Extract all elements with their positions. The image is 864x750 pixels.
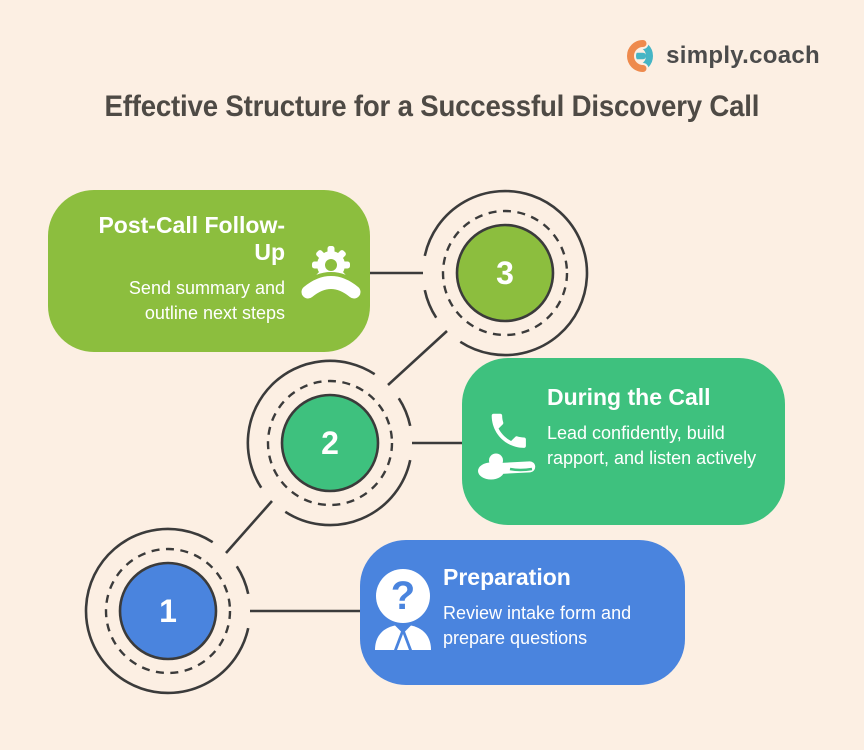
- dashed-ring: [104, 547, 232, 675]
- connector-node3-to-node2: [387, 330, 448, 386]
- step-number-1: 1: [159, 593, 177, 629]
- svg-text:?: ?: [391, 574, 415, 618]
- brand-logo: simply.coach: [622, 38, 820, 74]
- card-description: Lead confidently, build rapport, and lis…: [547, 423, 757, 468]
- outer-ring: [235, 565, 250, 595]
- dashed-ring: [441, 209, 569, 337]
- card-during-the-call: During the Call Lead confidently, build …: [462, 358, 785, 525]
- connector-node2-to-node1: [225, 500, 273, 554]
- connector-lines: [225, 271, 462, 613]
- simply-coach-logo-icon: [625, 38, 654, 74]
- person-question-icon: ?: [375, 569, 431, 650]
- outer-ring: [246, 359, 376, 489]
- step-node-1: 1: [84, 527, 250, 695]
- page-title: Effective Structure for a Successful Dis…: [104, 90, 760, 123]
- step-circle-3: [455, 223, 555, 323]
- outer-ring: [423, 189, 589, 357]
- card-description: Send summary and outline next steps: [128, 278, 285, 324]
- outer-ring: [284, 459, 412, 527]
- gear-phone-icon: [300, 246, 362, 303]
- step-circle-2: [280, 393, 380, 493]
- outer-ring: [84, 527, 250, 695]
- brand-name: simply.coach: [666, 42, 820, 69]
- step-number-3: 3: [496, 255, 514, 291]
- card-title: During the Call: [547, 384, 711, 410]
- card-preparation: Preparation Review intake form and prepa…: [360, 540, 685, 685]
- step-circle-1: [118, 561, 218, 661]
- step-node-3: 3: [423, 189, 589, 357]
- card-title: Preparation: [443, 564, 571, 590]
- dashed-ring: [266, 379, 394, 507]
- phone-in-hand-icon: [478, 413, 536, 480]
- card-post-call-follow-up: Post-Call Follow-Up Send summary and out…: [48, 190, 370, 352]
- card-title: Post-Call Follow-Up: [98, 212, 285, 266]
- step-node-2: 2: [246, 359, 412, 527]
- step-number-2: 2: [321, 425, 339, 461]
- card-description: Review intake form and prepare questions: [443, 603, 632, 648]
- outer-ring: [397, 397, 412, 427]
- outer-ring: [423, 289, 438, 319]
